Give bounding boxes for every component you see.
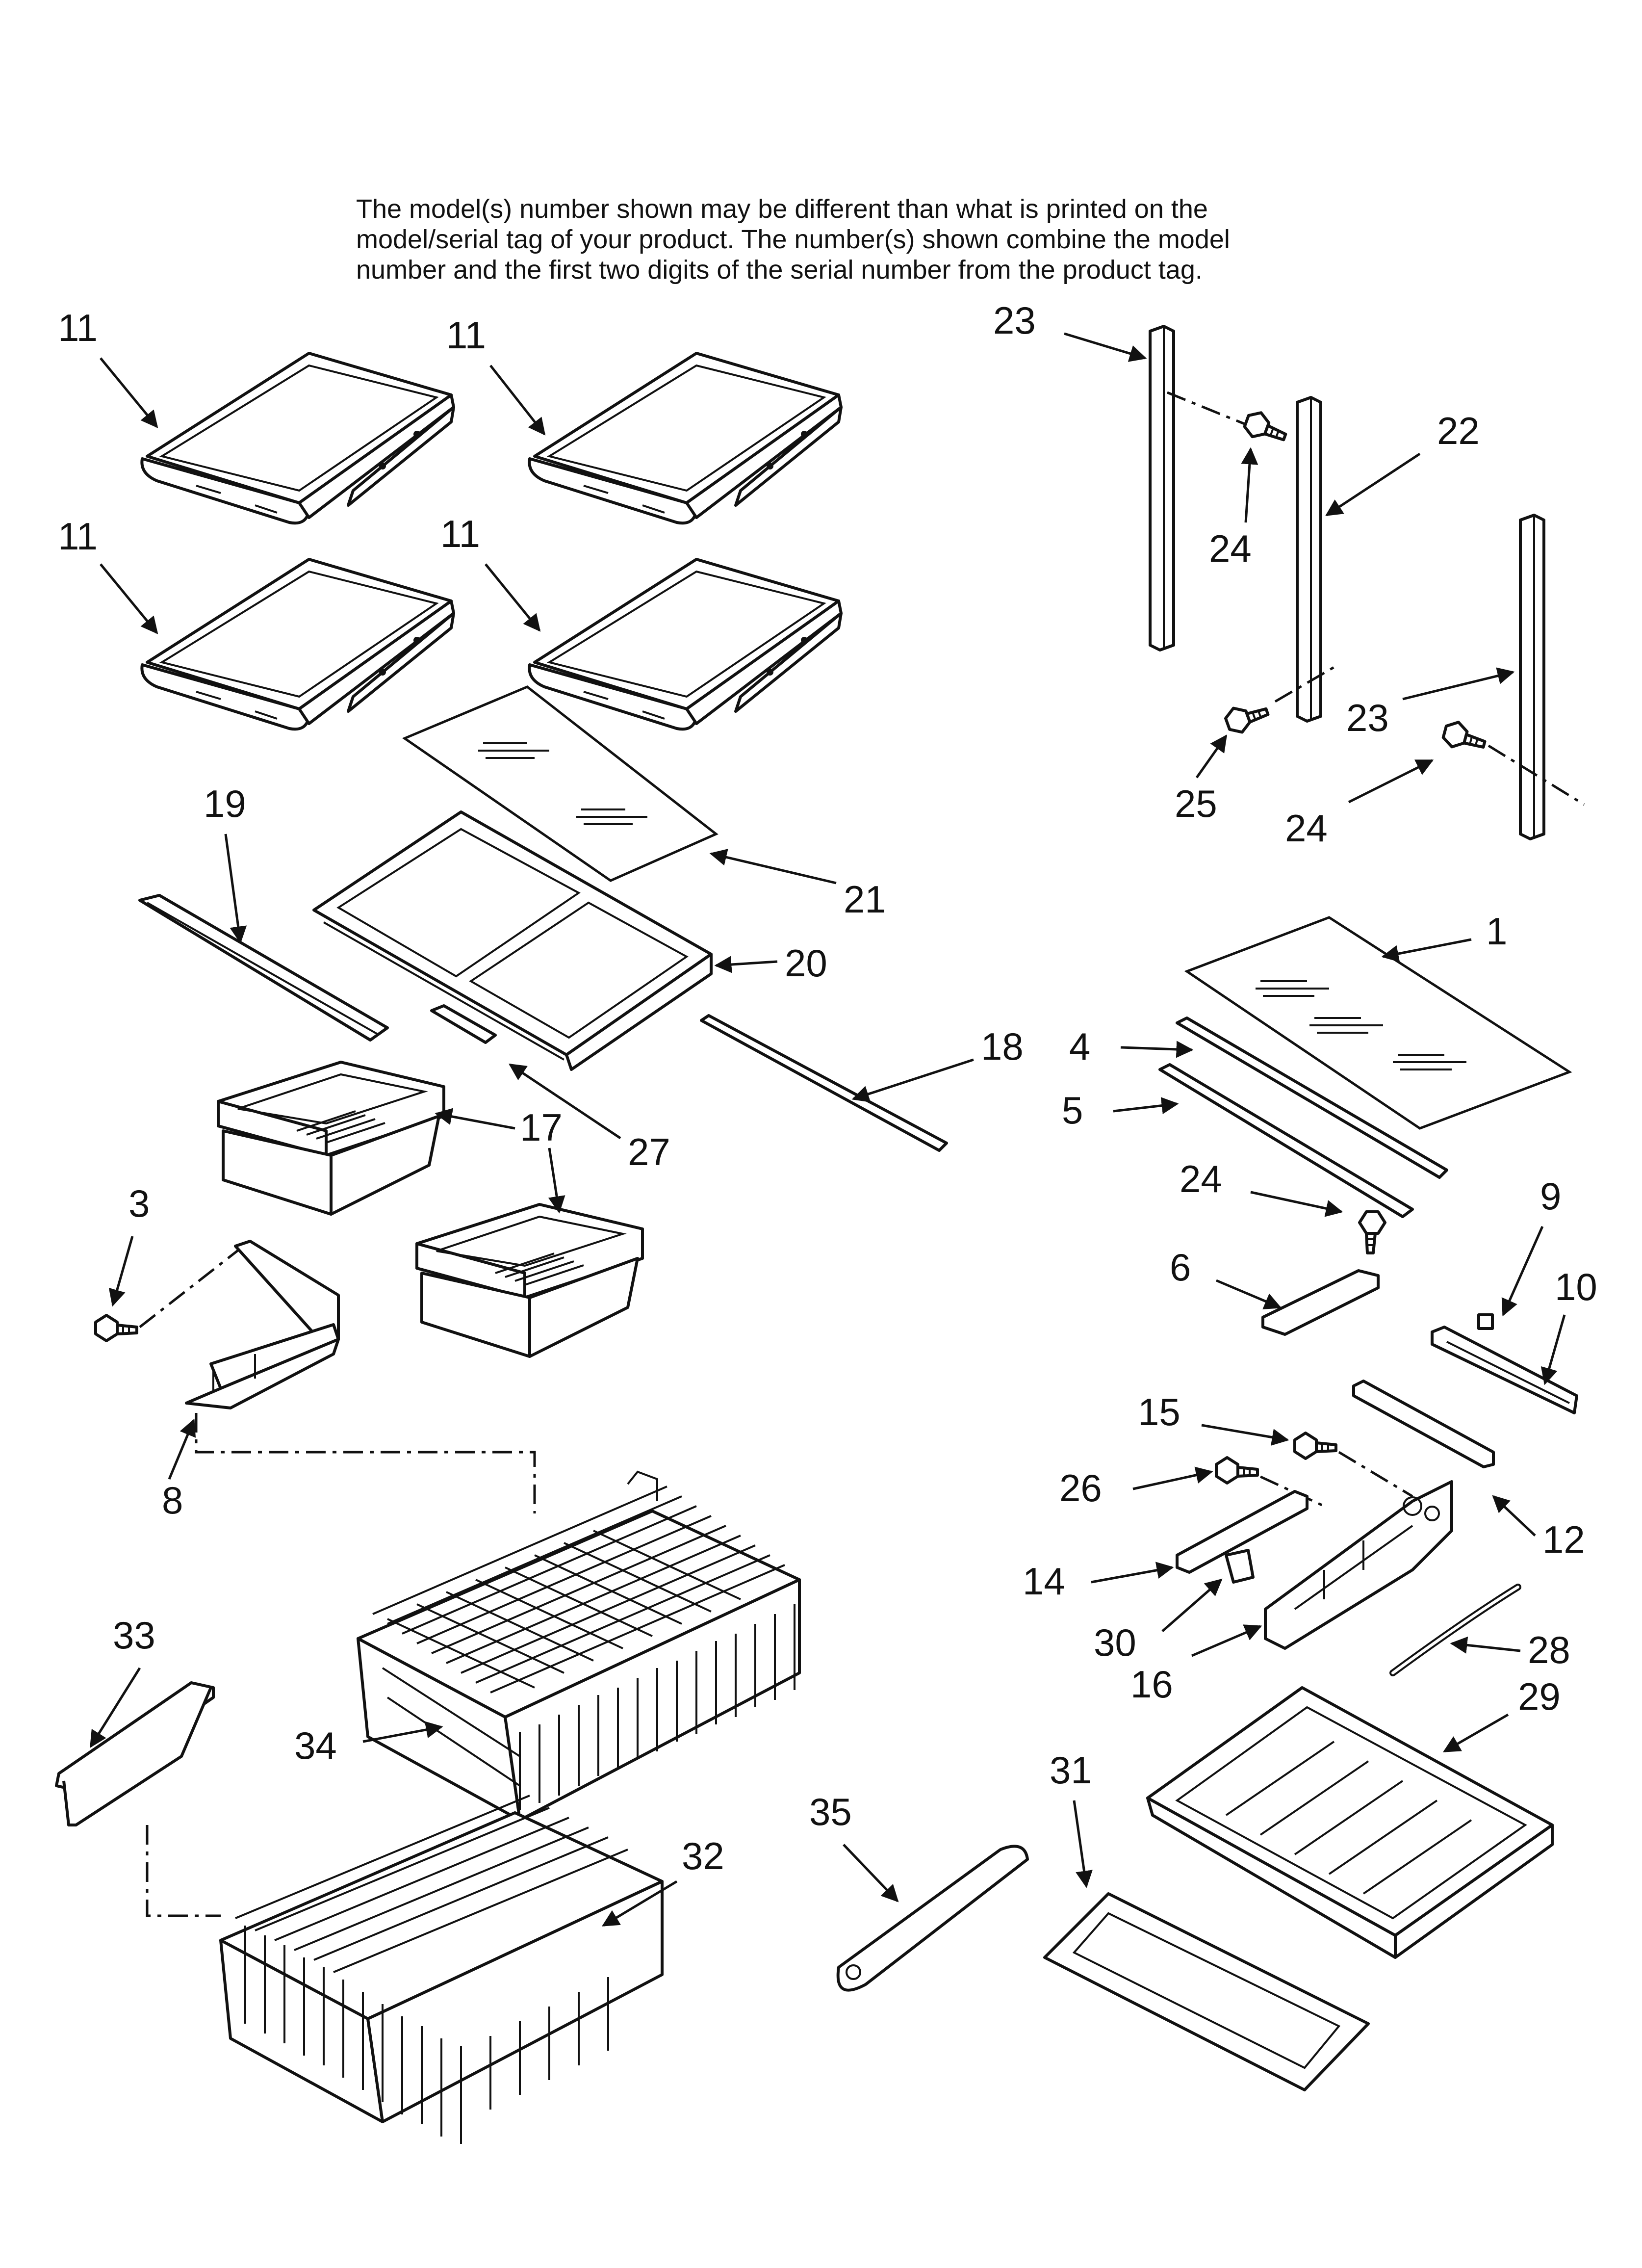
screw-24-right [1441,719,1488,755]
callout-5: 5 [1062,1089,1083,1132]
track-14 [1176,1490,1308,1574]
clip-30 [1225,1549,1255,1584]
callout-18: 18 [981,1025,1024,1068]
slide-rail-10 [1431,1326,1578,1414]
callout-23-a: 23 [993,299,1036,342]
model-number-note: The model(s) number shown may be differe… [356,194,1484,285]
callout-30: 30 [1094,1621,1136,1664]
callout-15: 15 [1138,1390,1180,1434]
callout-24-a: 24 [1209,527,1252,570]
handle-35 [836,1845,1029,1992]
callout-34: 34 [294,1724,337,1767]
glass-shelf-21 [402,685,718,882]
screw-24-lower [1360,1212,1385,1253]
pan-cover-31 [1043,1892,1370,2091]
callout-11-a: 11 [58,306,98,349]
shelf-rail-23-left [1150,326,1174,650]
callout-24-b: 24 [1285,807,1328,850]
callout-6: 6 [1170,1246,1191,1289]
callout-23-b: 23 [1346,696,1389,739]
callout-11-c: 11 [58,515,98,558]
deli-pan-29 [1146,1686,1554,1959]
freezer-basket-32 [221,1795,662,2144]
note-line-3: number and the first two digits of the s… [356,255,1203,285]
callout-19: 19 [204,782,246,825]
callout-10: 10 [1555,1265,1597,1308]
screw-15 [1295,1433,1336,1459]
callout-31: 31 [1050,1748,1092,1792]
callout-32: 32 [682,1834,724,1877]
callout-20: 20 [785,941,827,985]
callout-33: 33 [113,1614,155,1657]
basket-divider-33 [55,1681,215,1826]
callout-14: 14 [1023,1560,1065,1603]
callout-24-c: 24 [1180,1157,1222,1200]
callout-9: 9 [1540,1174,1561,1218]
screw-3 [96,1315,137,1341]
callout-12: 12 [1542,1518,1585,1561]
trim-strip-18 [700,1014,948,1152]
callout-27: 27 [628,1130,670,1173]
callout-28: 28 [1528,1628,1570,1671]
clip-9 [1477,1313,1494,1330]
trim-5 [1158,1063,1414,1218]
wire-28 [1389,1584,1521,1676]
callout-11-d: 11 [440,512,480,555]
callout-21: 21 [844,878,886,921]
shelf-rail-23-right [1520,515,1544,839]
screw-24-upper [1242,409,1290,447]
screw-25 [1223,698,1271,736]
bracket-cover-16 [1264,1480,1453,1650]
shelf-11-mid-right [529,559,841,729]
callout-8: 8 [162,1479,183,1522]
shelf-11-mid-left [142,559,454,729]
callout-1: 1 [1486,910,1507,953]
bracket-6 [1261,1269,1380,1336]
trim-4 [1176,1017,1448,1179]
screw-26 [1216,1458,1257,1483]
note-line-1: The model(s) number shown may be differe… [356,194,1208,224]
crisper-cover-frame-20 [312,810,713,1071]
callout-16: 16 [1130,1663,1173,1706]
callout-3: 3 [128,1182,150,1225]
callout-29: 29 [1518,1675,1561,1718]
crisper-bin-17-left [218,1062,444,1214]
bracket-27 [430,1004,497,1044]
callout-22: 22 [1437,409,1480,452]
callout-4: 4 [1069,1025,1090,1068]
callout-26: 26 [1059,1466,1102,1510]
shelf-11-top-left [142,353,454,523]
glass-shelf-1 [1184,916,1572,1130]
basket-bracket-8 [185,1240,340,1409]
callout-35: 35 [809,1790,852,1833]
callout-17: 17 [520,1106,563,1149]
crisper-bin-17-right [417,1204,642,1356]
trim-19 [138,894,389,1042]
callout-25: 25 [1175,782,1217,825]
callout-11-b: 11 [446,313,486,357]
shelf-11-top-right [529,353,841,523]
note-line-2: model/serial tag of your product. The nu… [356,225,1230,254]
shelf-rail-22 [1297,397,1321,721]
slide-12 [1352,1380,1495,1468]
freezer-basket-34 [358,1470,799,1820]
